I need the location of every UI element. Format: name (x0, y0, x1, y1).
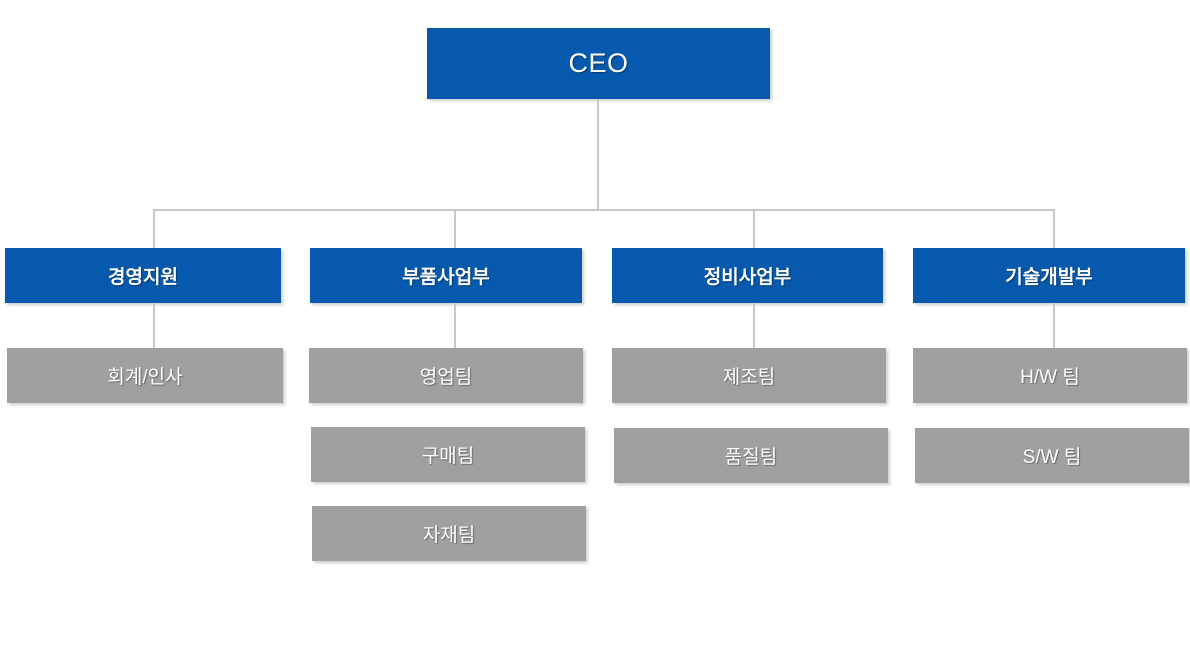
connector-dept-2-to-team (454, 303, 456, 351)
node-ceo-label: CEO (568, 48, 629, 78)
connector-bus-to-dept-3 (753, 209, 755, 249)
node-department-4-label: 기술개발부 (1005, 267, 1093, 288)
connector-bus-to-dept-2 (454, 209, 456, 249)
node-team-2-1[interactable]: 영업팀 (309, 348, 583, 403)
node-department-1-label: 경영지원 (108, 267, 178, 288)
connector-bus-to-dept-4 (1053, 209, 1055, 249)
node-team-3-2-label: 품질팀 (724, 447, 778, 468)
connector-ceo-drop (597, 99, 599, 211)
node-team-2-1-label: 영업팀 (419, 367, 473, 388)
node-department-3[interactable]: 정비사업부 (612, 248, 883, 303)
node-team-4-1-label: H/W 팀 (1020, 367, 1080, 388)
node-ceo[interactable]: CEO (427, 28, 770, 99)
node-team-3-1[interactable]: 제조팀 (612, 348, 886, 403)
node-department-2-label: 부품사업부 (402, 267, 490, 288)
node-team-2-3-label: 자재팀 (422, 525, 476, 546)
node-team-1-1[interactable]: 회계/인사 (7, 348, 283, 403)
node-team-2-2[interactable]: 구매팀 (311, 427, 585, 482)
node-team-4-2[interactable]: S/W 팀 (915, 428, 1189, 483)
node-department-4[interactable]: 기술개발부 (913, 248, 1185, 303)
node-team-4-1[interactable]: H/W 팀 (913, 348, 1187, 403)
node-team-2-3[interactable]: 자재팀 (312, 506, 586, 561)
node-team-3-1-label: 제조팀 (722, 367, 776, 388)
node-team-2-2-label: 구매팀 (421, 446, 475, 467)
connector-dept-4-to-team (1053, 303, 1055, 351)
node-department-1[interactable]: 경영지원 (5, 248, 281, 303)
connector-bus-bar (153, 209, 1055, 211)
node-department-3-label: 정비사업부 (703, 267, 792, 288)
node-team-4-2-label: S/W 팀 (1022, 447, 1082, 468)
connector-dept-3-to-team (753, 303, 755, 351)
node-department-2[interactable]: 부품사업부 (310, 248, 582, 303)
connector-dept-1-to-team (153, 303, 155, 351)
connector-bus-to-dept-1 (153, 209, 155, 249)
node-team-1-1-label: 회계/인사 (107, 367, 183, 388)
node-team-3-2[interactable]: 품질팀 (614, 428, 888, 483)
